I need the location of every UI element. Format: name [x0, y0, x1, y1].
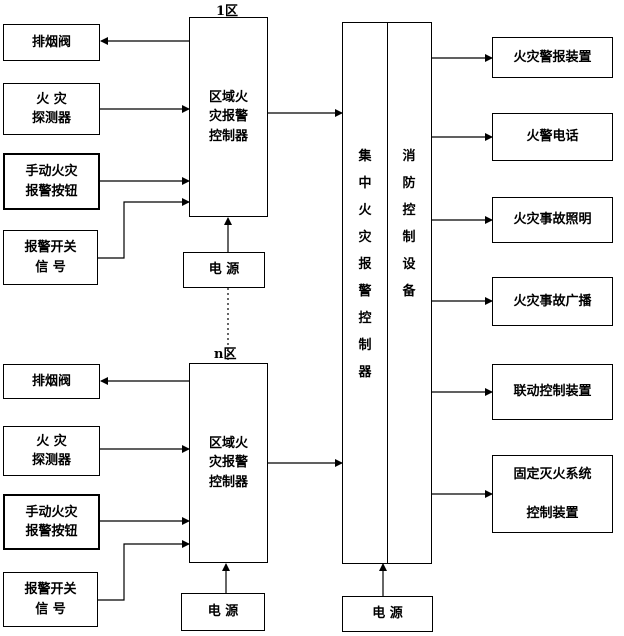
arrow-z1-switch [98, 198, 190, 259]
output-fire-alarm-device: 火灾警报装置 [492, 37, 613, 78]
z1-fire-detector-box: 火 灾 探测器 [3, 83, 100, 135]
z1-power-box: 电 源 [183, 252, 265, 288]
central-power-box: 电 源 [342, 596, 433, 632]
central-left-char: 集 [358, 149, 372, 164]
zn-alarm-switch-signal-box: 报警开关 信 号 [3, 572, 98, 627]
central-left-char: 火 [358, 203, 372, 218]
central-right-char: 消 [402, 149, 416, 164]
central-left-char: 报 [358, 257, 372, 272]
output-fixed-extinguishing-control: 固定灭火系统 控制装置 [492, 455, 613, 533]
z1-alarm-switch-signal-box: 报警开关 信 号 [3, 230, 98, 285]
central-right-char: 防 [402, 176, 416, 191]
output-emergency-broadcast: 火灾事故广播 [492, 277, 613, 326]
zn-area-alarm-controller: 区域火 灾报警 控制器 [189, 363, 268, 563]
central-left-char: 器 [358, 365, 372, 380]
z1-manual-alarm-button-box: 手动火灾 报警按钮 [3, 153, 100, 210]
z1-area-alarm-controller: 区域火 灾报警 控制器 [189, 17, 268, 217]
output-emergency-lighting: 火灾事故照明 [492, 197, 613, 243]
central-left-char: 灾 [358, 230, 372, 245]
central-divider [387, 22, 388, 564]
central-right-char: 控 [402, 203, 416, 218]
arrow-zn-switch [98, 540, 190, 601]
central-left-char: 中 [358, 176, 372, 191]
zone-1-label: 1区 [216, 4, 239, 19]
central-right-char: 备 [402, 284, 416, 299]
central-right-char: 制 [402, 230, 416, 245]
output-fire-telephone: 火警电话 [492, 113, 613, 161]
central-right-char: 设 [402, 257, 416, 272]
output-linkage-control-device: 联动控制装置 [492, 364, 613, 420]
central-left-char: 控 [358, 311, 372, 326]
fire-control-equipment-label: 消防控制设备 [398, 150, 420, 312]
zn-smoke-valve-box: 排烟阀 [3, 364, 100, 399]
z1-smoke-valve-box: 排烟阀 [3, 24, 100, 61]
zn-fire-detector-box: 火 灾 探测器 [3, 426, 100, 476]
zn-manual-alarm-button-box: 手动火灾 报警按钮 [3, 494, 100, 550]
central-alarm-controller-label: 集中火灾报警控制器 [354, 150, 376, 393]
central-left-char: 制 [358, 338, 372, 353]
zone-n-label: n区 [214, 347, 237, 362]
zn-power-box: 电 源 [181, 593, 265, 631]
central-left-char: 警 [358, 284, 372, 299]
